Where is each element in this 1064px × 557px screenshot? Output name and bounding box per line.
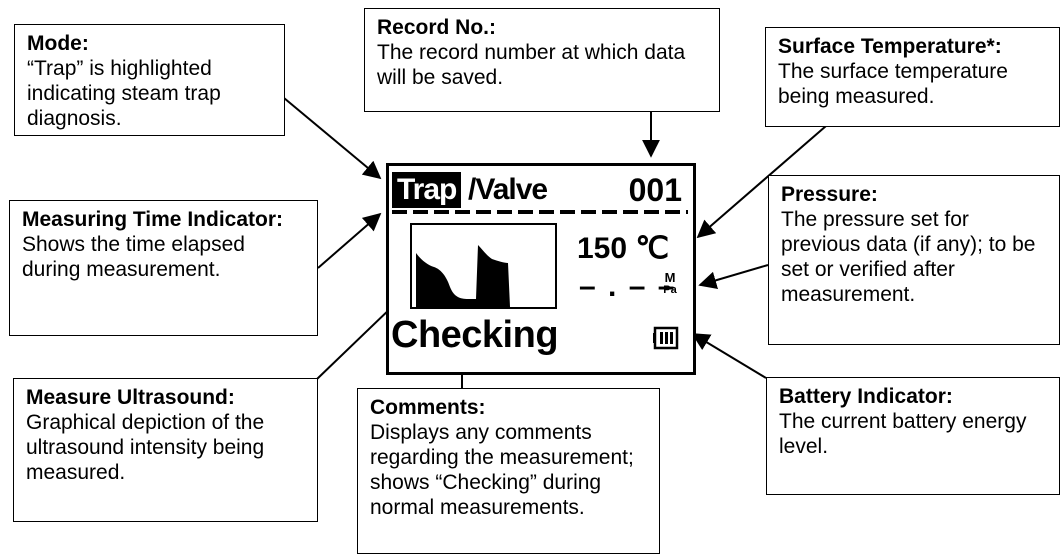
- surface-temp-callout: Surface Temperature*: The surface temper…: [765, 27, 1060, 127]
- device-screen: Trap /Valve 001 150 ℃ – . – – M Pa Check…: [386, 163, 696, 375]
- battery-callout-body: The current battery energy level.: [779, 410, 1027, 458]
- mode-row: Trap /Valve 001: [392, 172, 688, 208]
- mode-valve-label: /Valve: [468, 173, 548, 206]
- battery-callout: Battery Indicator: The current battery e…: [766, 377, 1060, 495]
- record-number: 001: [628, 172, 682, 208]
- pressure-unit-bottom: Pa: [663, 284, 677, 296]
- comments-callout: Comments: Displays any comments regardin…: [357, 388, 660, 554]
- surface-temperature-value: 150 ℃: [577, 232, 670, 265]
- ultrasound-callout: Measure Ultrasound: Graphical depiction …: [13, 378, 318, 522]
- mode-callout-title: Mode:: [27, 32, 89, 55]
- ultrasound-waveform: [416, 245, 510, 307]
- pressure-callout-body: The pressure set for previous data (if a…: [781, 208, 1036, 306]
- measuring-time-callout: Measuring Time Indicator: Shows the time…: [9, 200, 318, 336]
- surface-temp-callout-body: The surface temperature being measured.: [778, 60, 1008, 108]
- comment-status: Checking: [391, 314, 559, 356]
- ultrasound-callout-title: Measure Ultrasound:: [26, 386, 235, 409]
- ultrasound-waveform-fill: [416, 245, 510, 307]
- pressure-unit-top: M: [664, 270, 676, 285]
- battery-callout-title: Battery Indicator:: [779, 385, 953, 408]
- measuring-time-arrow: [317, 212, 382, 269]
- surface-temp-arrow: [696, 125, 827, 239]
- record-callout-title: Record No.:: [377, 16, 497, 39]
- pressure-arrow: [698, 264, 769, 290]
- mode-callout-body: “Trap” is highlighted indicating steam t…: [27, 57, 221, 130]
- measuring-time-callout-title: Measuring Time Indicator:: [22, 208, 283, 231]
- comments-callout-title: Comments:: [370, 396, 486, 419]
- pressure-callout: Pressure: The pressure set for previous …: [768, 175, 1060, 345]
- comments-callout-body: Displays any comments regarding the meas…: [370, 421, 634, 519]
- ultrasound-graph: [410, 223, 557, 309]
- measuring-time-indicator: [392, 210, 688, 214]
- pressure-callout-title: Pressure:: [781, 183, 878, 206]
- measuring-time-callout-body: Shows the time elapsed during measuremen…: [22, 233, 245, 281]
- surface-temp-callout-title: Surface Temperature*:: [778, 35, 1002, 58]
- pressure-value: – . – –: [579, 270, 677, 303]
- mode-arrow: [283, 97, 382, 180]
- battery-icon: [653, 326, 679, 350]
- record-callout-body: The record number at which data will be …: [377, 41, 686, 89]
- mode-trap-highlight: Trap: [392, 172, 462, 208]
- pressure-unit: M Pa: [660, 271, 680, 297]
- record-callout: Record No.: The record number at which d…: [364, 8, 720, 112]
- battery-arrow: [691, 333, 767, 379]
- mode-callout: Mode: “Trap” is highlighted indicating s…: [14, 24, 285, 136]
- ultrasound-callout-body: Graphical depiction of the ultrasound in…: [26, 411, 265, 484]
